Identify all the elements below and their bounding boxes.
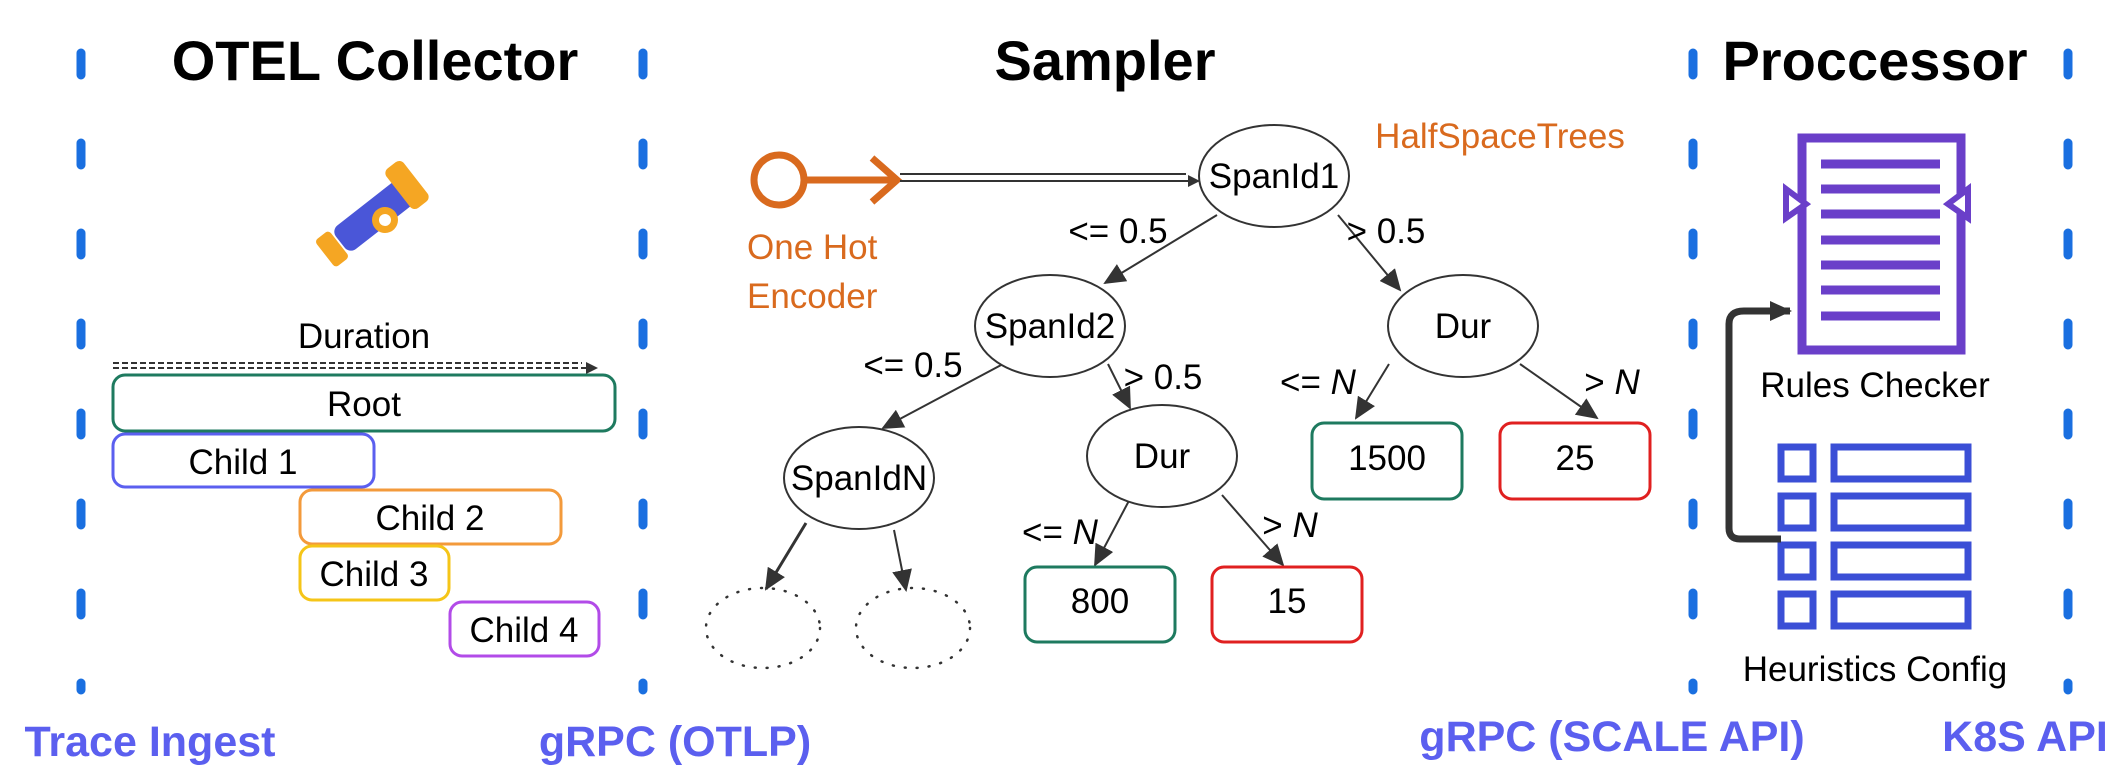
tree-node-dur-right: Dur (1387, 274, 1539, 378)
leaf-15: 15 (1210, 565, 1364, 644)
telescope-icon (316, 160, 429, 267)
node-label: SpanId1 (1209, 157, 1339, 196)
api-label-trace-ingest: Trace Ingest (25, 718, 276, 766)
node-label: SpanId2 (985, 307, 1115, 346)
config-table-icon (1777, 443, 1972, 630)
leaf-25: 25 (1498, 421, 1652, 501)
span-child-4: Child 4 (448, 600, 601, 658)
node-label: SpanIdN (791, 459, 927, 498)
edge-leftright-right (1221, 494, 1285, 567)
processor-title: Proccessor (1722, 29, 2027, 92)
edge-label-left-right: > 0.5 (1124, 358, 1203, 397)
halfspacetrees-label: HalfSpaceTrees (1375, 117, 1625, 156)
leaf-800: 800 (1023, 565, 1177, 644)
edge-label-leftright-left: <= N (1022, 513, 1099, 552)
collector-title: OTEL Collector (172, 29, 579, 92)
span-child-1: Child 1 (111, 432, 376, 489)
span-root: Root (111, 373, 617, 433)
leaf-label: 800 (1071, 582, 1129, 621)
edge-leftleft-left (764, 522, 808, 591)
encoder-label-line1: One Hot (747, 228, 878, 267)
span-label: Child 2 (376, 499, 485, 538)
tree-node-dur-left: Dur (1086, 404, 1238, 508)
leaf-1500: 1500 (1310, 421, 1464, 501)
rules-checker-label: Rules Checker (1760, 366, 1990, 405)
leaf-label: 25 (1556, 439, 1595, 478)
rules-document-icon (1783, 133, 1971, 355)
duration-label: Duration (298, 317, 430, 356)
tree-node-spanid1: SpanId1 (1198, 124, 1350, 228)
span-child-3: Child 3 (298, 544, 451, 602)
edge-label-leftright-right: > N (1262, 506, 1318, 545)
leaf-label: 1500 (1348, 439, 1426, 478)
span-label: Child 4 (470, 611, 579, 650)
config-to-rules-arrow (1725, 301, 1792, 543)
edge-label-right-left: <= N (1280, 363, 1357, 402)
span-label: Child 3 (320, 555, 429, 594)
tree-edges (764, 214, 1599, 592)
encoder-to-tree-arrow (900, 173, 1200, 187)
placeholder-node-left (704, 586, 822, 670)
edge-leftright-left (1094, 494, 1133, 567)
heuristics-config-label: Heuristics Config (1743, 650, 2008, 689)
edge-left-right (1107, 363, 1131, 410)
leaf-label: 15 (1268, 582, 1307, 621)
node-label: Dur (1435, 307, 1492, 346)
edge-leftleft-right (892, 529, 912, 592)
edge-right-left (1354, 363, 1390, 420)
api-label-k8s: K8S API (1942, 713, 2108, 761)
one-hot-encoder-icon (750, 151, 903, 209)
span-child-2: Child 2 (298, 488, 563, 546)
edge-label-left-left: <= 0.5 (863, 346, 962, 385)
node-label: Dur (1134, 437, 1191, 476)
section-dividers (76, 48, 2073, 695)
edge-label-root-right: > 0.5 (1347, 212, 1426, 251)
duration-arrow (113, 362, 598, 374)
tree-node-spanidn: SpanIdN (783, 426, 935, 530)
sampler-title: Sampler (995, 29, 1216, 92)
tree-node-spanid2: SpanId2 (974, 274, 1126, 378)
edge-left-left (881, 363, 1004, 429)
edge-root-right (1337, 214, 1402, 292)
api-label-grpc-otlp: gRPC (OTLP) (539, 718, 811, 766)
edge-root-left (1103, 214, 1218, 285)
edge-right-right (1519, 363, 1599, 420)
placeholder-node-right (854, 586, 972, 670)
span-label: Root (327, 385, 401, 424)
edge-label-root-left: <= 0.5 (1068, 212, 1167, 251)
api-label-grpc-scale: gRPC (SCALE API) (1419, 713, 1804, 761)
encoder-label-line2: Encoder (747, 277, 878, 316)
edge-label-right-right: > N (1584, 363, 1640, 402)
span-label: Child 1 (189, 443, 298, 482)
